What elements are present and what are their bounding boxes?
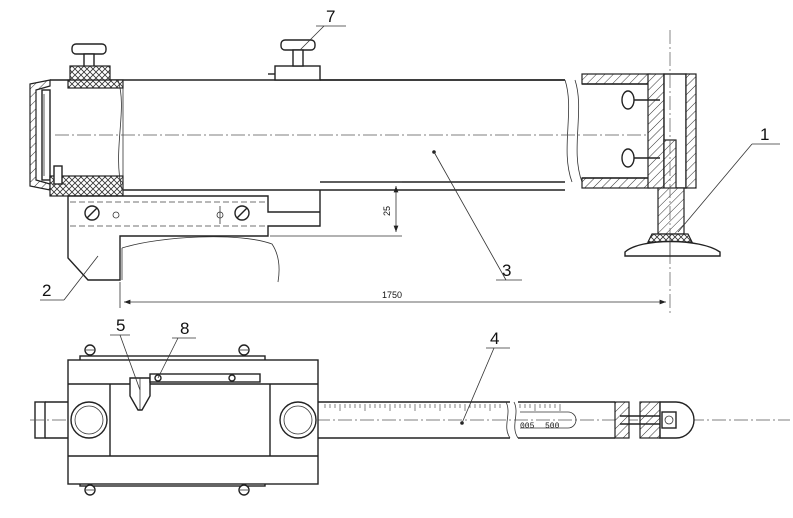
- callout-2: 2: [40, 255, 99, 301]
- callout-1-label: 1: [760, 125, 769, 144]
- thumb-screw-left: [69, 43, 111, 81]
- clamp-plate: [149, 373, 261, 383]
- carriage-lower: [67, 190, 321, 283]
- callout-5-label: 5: [116, 316, 125, 335]
- corner-screws: [84, 344, 250, 496]
- screw-upper: [621, 90, 660, 110]
- callout-3: 3: [432, 150, 522, 281]
- thumb-screw-right: [280, 39, 316, 67]
- roller-left: [70, 401, 108, 439]
- screw-lower: [621, 148, 660, 168]
- roller-right: [279, 401, 317, 439]
- callout-4: 4: [460, 329, 510, 425]
- dimension-1750: 1750: [119, 282, 666, 308]
- carriage-screw-left: [84, 205, 120, 221]
- callout-5: 5: [110, 316, 141, 391]
- tube-right-segment: [581, 30, 697, 315]
- cap-screw: [52, 165, 66, 185]
- callout-3-label: 3: [502, 261, 511, 280]
- dimension-1750-label: 1750: [382, 290, 402, 300]
- callout-4-label: 4: [490, 329, 499, 348]
- dimension-25-label: 25: [382, 206, 392, 216]
- bottom-view: 1750 005 500: [30, 316, 790, 496]
- callout-7: 7: [299, 7, 346, 51]
- scale-reading-500: 500: [545, 422, 560, 431]
- foot-base: [624, 233, 721, 257]
- left-end-cap: [29, 79, 51, 191]
- slider-carriage: [67, 344, 319, 496]
- tube-main: [55, 79, 665, 183]
- callout-2-label: 2: [42, 281, 51, 300]
- carriage-screw-right: [216, 205, 250, 224]
- callout-8: 8: [157, 319, 196, 379]
- top-view: 25 1750 1 2 3 7: [29, 7, 780, 315]
- scale-reading-005: 005: [520, 422, 535, 431]
- callout-8-label: 8: [180, 319, 189, 338]
- dimension-25: 25: [270, 181, 402, 237]
- tube-left-segment: [49, 79, 565, 197]
- carriage-upper: [268, 65, 321, 81]
- callout-7-label: 7: [326, 7, 335, 26]
- callout-1: 1: [677, 125, 780, 233]
- rod-end-clamp: [614, 401, 695, 439]
